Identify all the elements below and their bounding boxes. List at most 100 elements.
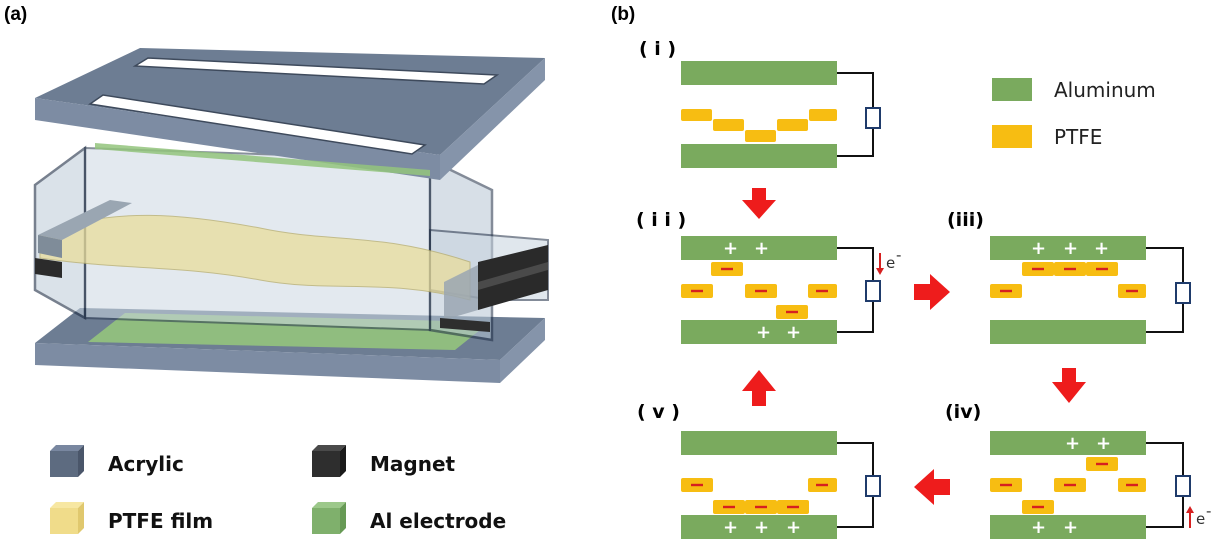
legend-a-ptfe: PTFE film <box>50 502 213 534</box>
positive-charge: + <box>754 238 769 259</box>
bottom-plate-front <box>35 343 500 383</box>
step-iv-label: (iv) <box>945 401 981 423</box>
positive-charge: + <box>1063 238 1078 259</box>
ptfe-piece <box>1118 478 1146 492</box>
arrow-down-iii-to-iv <box>1052 368 1086 403</box>
ptfe-piece <box>808 284 837 298</box>
resistor-icon <box>865 280 881 302</box>
device-3d-illustration <box>33 48 549 383</box>
legend-a-magnet: Magnet <box>312 445 456 477</box>
acrylic-cube-icon <box>50 445 84 477</box>
legend-a-acrylic-label: Acrylic <box>108 452 184 476</box>
positive-charge: + <box>786 322 801 343</box>
arrow-right-ii-to-iii <box>914 274 950 310</box>
left-magnet-bar-top <box>38 200 132 240</box>
resistor-icon <box>1175 282 1191 304</box>
arrow-up-v-to-ii <box>742 370 776 406</box>
electron-flow-down-indicator: e - <box>876 246 901 275</box>
electron-label: e <box>1196 510 1205 528</box>
ptfe-piece <box>681 284 713 298</box>
positive-charge: + <box>1096 433 1111 454</box>
step-iv-diagram: + + + + e - <box>990 431 1211 539</box>
circuit-wire-lower <box>1146 496 1184 528</box>
arrow-left-iv-to-v <box>914 469 950 505</box>
panel-a-label: (a) <box>4 4 27 25</box>
step-v-diagram: + + + <box>681 431 881 539</box>
step-iii-diagram: + + + <box>990 236 1191 344</box>
legend-b: Aluminum PTFE <box>992 78 1156 149</box>
arrow-down-i-to-ii <box>742 188 776 219</box>
electron-charge-sign: - <box>1206 502 1211 520</box>
left-magnet <box>35 258 62 278</box>
legend-a-al: Al electrode <box>312 502 506 534</box>
electron-label: e <box>886 254 895 272</box>
circuit-wire-lower <box>837 496 874 528</box>
electrode-top <box>990 236 1146 260</box>
top-electrode <box>95 143 430 176</box>
circuit-wire <box>1146 442 1184 476</box>
positive-charge: + <box>1065 433 1080 454</box>
positive-charge: + <box>1031 517 1046 538</box>
positive-charge: + <box>723 238 738 259</box>
step-i-diagram <box>681 61 881 168</box>
ptfe-piece <box>1086 262 1118 276</box>
electrode-bottom <box>681 515 837 539</box>
positive-charge: + <box>723 517 738 538</box>
legend-ptfe-label: PTFE <box>1054 125 1102 149</box>
ptfe-piece <box>1054 478 1086 492</box>
legend-a-ptfe-label: PTFE film <box>108 509 213 533</box>
positive-charge: + <box>756 322 771 343</box>
ptfe-cube-icon <box>50 502 84 534</box>
circuit-wire-lower <box>837 128 874 157</box>
legend-a: Acrylic Magnet PTFE film Al e <box>50 445 506 534</box>
electrode-top <box>990 431 1146 455</box>
electrode-top <box>681 61 837 85</box>
right-bar-base <box>440 318 490 332</box>
electrode-bottom <box>681 144 837 168</box>
ptfe-piece <box>1086 457 1118 471</box>
ptfe-piece <box>681 478 713 492</box>
positive-charge: + <box>786 517 801 538</box>
step-iii-label: (iii) <box>947 209 984 231</box>
resistor-icon <box>1175 475 1191 497</box>
ptfe-piece <box>777 500 809 514</box>
step-ii-diagram: + + + + e - <box>681 236 901 344</box>
panel-b-label: (b) <box>611 4 635 25</box>
electrode-bottom <box>990 320 1146 344</box>
circuit-wire <box>837 247 874 281</box>
legend-a-al-label: Al electrode <box>370 509 506 533</box>
legend-aluminum-label: Aluminum <box>1054 78 1156 102</box>
legend-a-magnet-label: Magnet <box>370 452 456 476</box>
magnet-cube-icon <box>312 445 346 477</box>
legend-a-acrylic: Acrylic <box>50 445 184 477</box>
bottom-plate-side <box>500 318 545 383</box>
positive-charge: + <box>1031 238 1046 259</box>
circuit-wire <box>1146 247 1184 283</box>
top-slot-1 <box>132 57 500 85</box>
step-v-label: ( v ) <box>637 401 680 423</box>
ptfe-piece <box>713 119 744 131</box>
ptfe-piece <box>713 500 745 514</box>
positive-charge: + <box>1094 238 1109 259</box>
ptfe-piece <box>990 478 1022 492</box>
ptfe-piece <box>681 109 712 121</box>
step-ii-label: ( i i ) <box>636 209 686 231</box>
ptfe-piece <box>776 305 808 319</box>
electrode-bottom <box>990 515 1146 539</box>
electrode-top <box>681 236 837 260</box>
positive-charge: + <box>1063 517 1078 538</box>
electron-flow-up-indicator: e - <box>1186 502 1211 528</box>
circuit-wire-lower <box>1146 303 1184 333</box>
top-plate-side <box>440 58 545 180</box>
right-bar-end <box>444 265 478 320</box>
ptfe-piece <box>745 500 777 514</box>
step-i-label: ( i ) <box>639 38 676 60</box>
electrode-bottom <box>681 320 837 344</box>
circuit-wire <box>837 442 874 476</box>
ptfe-piece <box>808 478 837 492</box>
resistor-icon <box>865 475 881 497</box>
ptfe-piece <box>745 130 776 142</box>
left-magnet-bar-front <box>38 235 62 258</box>
al-cube-icon <box>312 502 346 534</box>
